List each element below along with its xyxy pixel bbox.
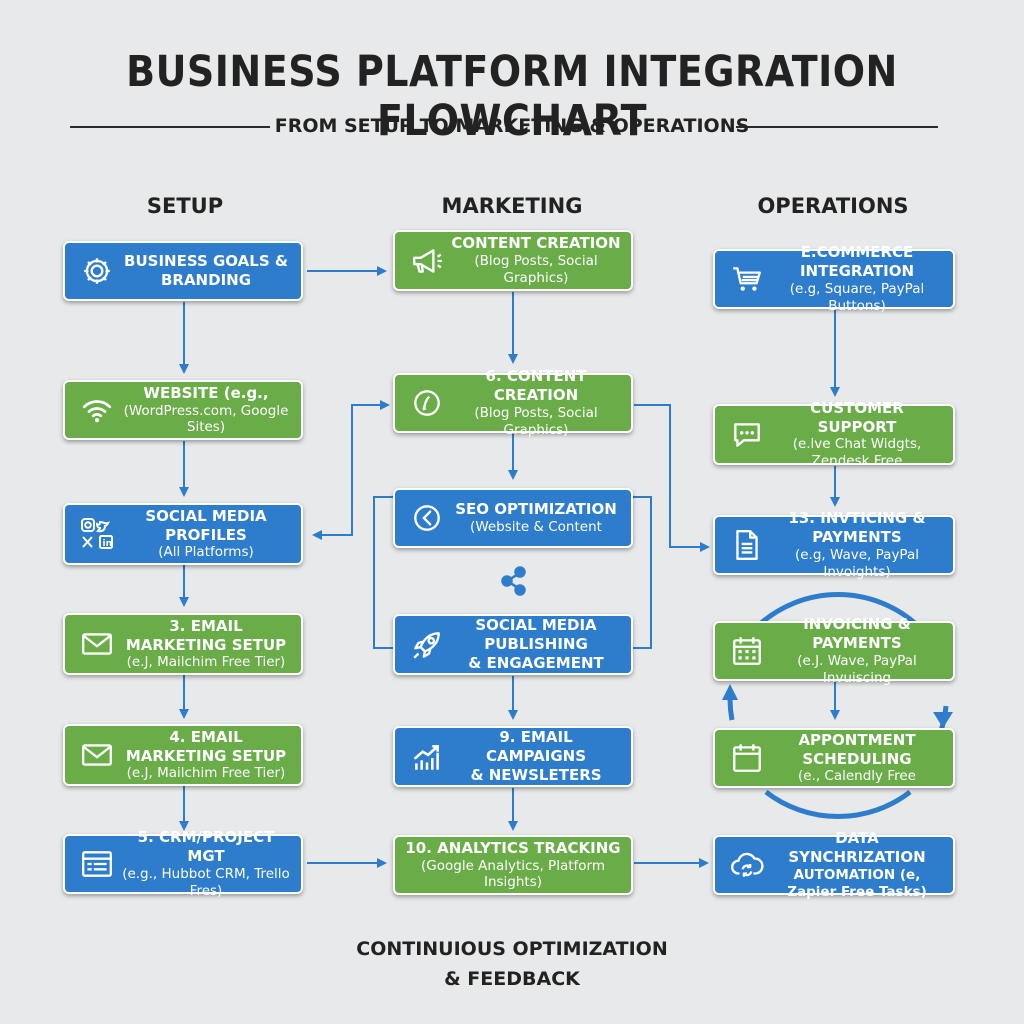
megaphone-icon — [407, 241, 447, 281]
box-detail: (e.g, Wave, PayPal Invoights) — [794, 546, 919, 580]
box-title: 3. EMAIL MARKETING SETUP — [125, 616, 287, 654]
box-crm[interactable]: 5. CRM/PROJECT MGT(e.g., Hubbot CRM, Tre… — [63, 828, 303, 899]
box-title: CUSTOMER SUPPORT — [810, 398, 904, 436]
box-detail: (Google Analytics, Platform Insights) — [421, 857, 605, 891]
box-customer-support[interactable]: CUSTOMER SUPPORT(e.lve Chat Widgts, Zend… — [713, 399, 955, 469]
loop-bracket-left — [373, 496, 393, 649]
box-title: 13. INVTICING & PAYMENTS — [788, 509, 926, 547]
box-title: SEO OPTIMIZATION — [455, 500, 617, 519]
pen-circle-icon — [407, 383, 447, 423]
box-title: DATA SYNCHRIZATION — [788, 829, 926, 867]
chat-bubble-icon — [727, 415, 767, 455]
box-title-2: BRANDING — [160, 271, 252, 289]
wifi-icon — [77, 390, 117, 430]
box-detail: (Blog Posts, Social Graphics) — [474, 253, 598, 286]
box-analytics[interactable]: 10. ANALYTICS TRACKING(Google Analytics,… — [393, 835, 633, 895]
loop-bracket-right — [632, 496, 652, 649]
box-content-creation-6[interactable]: 6. CONTENT CREATION(Blog Posts, Social G… — [393, 367, 633, 438]
box-invoicing[interactable]: INVOICING & PAYMENTS(e.J. Wave, PayPal I… — [713, 615, 955, 686]
box-appointments[interactable]: APPONTMENT SCHEDULING(e., Calendly Free — [713, 728, 955, 788]
box-title: 10. ANALYTICS TRACKING — [405, 838, 621, 857]
box-title: 5. CRM/PROJECT MGT — [137, 828, 275, 866]
page-title: BUSINESS PLATFORM INTEGRATION FLOWCHART — [126, 46, 898, 146]
subtitle-left-rule — [70, 126, 270, 128]
refresh-circle-icon — [407, 498, 447, 538]
box-detail: (Website & Content — [470, 518, 602, 535]
calendar-icon — [727, 738, 767, 778]
page-subtitle: FROM SETUP TO MARKETING & OPERATIONS — [274, 115, 750, 137]
svg-text:in: in — [103, 539, 113, 549]
box-detail: (e.J, Mailchim Free Tier) — [126, 654, 286, 671]
box-title: APPONTMENT SCHEDULING — [798, 730, 916, 768]
box-title: E.COMMERCE INTEGRATION — [799, 243, 915, 281]
box-detail: (All Platforms) — [158, 544, 254, 561]
box-title: SOCIAL MEDIA PUBLISHING — [475, 616, 597, 654]
box-title: BUSINESS GOALS & — [124, 252, 288, 271]
rocket-icon — [407, 625, 447, 665]
box-email-campaigns[interactable]: 9. EMAIL CAMPAIGNS& NEWSLETERS — [393, 726, 633, 787]
column-header-operations: OPERATIONS — [757, 194, 909, 218]
box-title: INVOICING & PAYMENTS — [803, 615, 911, 653]
envelope-icon — [77, 624, 117, 664]
shopping-cart-icon — [727, 259, 767, 299]
box-title: 9. EMAIL CAMPAIGNS — [485, 728, 587, 766]
box-email-setup-4[interactable]: 4. EMAIL MARKETING SETUP(e.J, Mailchim F… — [63, 724, 303, 786]
box-content-creation[interactable]: CONTENT CREATION(Blog Posts, Social Grap… — [393, 230, 633, 291]
column-header-setup: SETUP — [146, 194, 224, 218]
box-detail: (e.lve Chat Widgts, Zendesk Free — [792, 436, 922, 470]
cycle-arrowhead-left — [722, 684, 738, 700]
calendar-grid-icon — [727, 631, 767, 671]
footer-line-1: CONTINUIOUS OPTIMIZATION — [356, 938, 668, 960]
footer-line-2: & FEEDBACK — [444, 968, 580, 990]
box-title-2: & ENGAGEMENT — [468, 653, 604, 672]
footer-caption: CONTINUIOUS OPTIMIZATION & FEEDBACK — [0, 934, 1024, 994]
column-header-marketing: MARKETING — [441, 194, 583, 218]
box-detail: (e., Calendly Free — [797, 768, 916, 785]
document-icon — [727, 525, 767, 565]
cloud-sync-icon — [727, 845, 767, 885]
gear-icon — [77, 251, 117, 291]
browser-window-icon — [77, 844, 117, 884]
share-icon — [500, 566, 528, 601]
box-detail: (e.g, Square, PayPal Buttons) — [789, 280, 925, 314]
box-detail: (Blog Posts, Social Graphics) — [474, 404, 598, 438]
box-detail: (e.J, Mailchim Free Tier) — [126, 765, 286, 782]
box-business-goals[interactable]: BUSINESS GOALS &BRANDING — [63, 241, 303, 301]
box-email-setup-3[interactable]: 3. EMAIL MARKETING SETUP(e.J, Mailchim F… — [63, 613, 303, 675]
connector-content6-social — [312, 404, 386, 540]
subtitle-right-rule — [736, 126, 938, 128]
box-social-publishing[interactable]: SOCIAL MEDIA PUBLISHING& ENGAGEMENT — [393, 614, 633, 675]
cycle-arrowhead-right — [933, 712, 953, 728]
box-website[interactable]: WEBSITE (e.g.,(WordPress.com, Google Sit… — [63, 380, 303, 440]
box-title: WEBSITE (e.g., — [143, 383, 269, 402]
box-ecommerce[interactable]: E.COMMERCE INTEGRATION(e.g, Square, PayP… — [713, 243, 955, 314]
box-seo[interactable]: SEO OPTIMIZATION(Website & Content — [393, 488, 633, 548]
box-detail: AUTOMATION (e, Zapier Free Tasks) — [787, 866, 927, 900]
box-detail: (e.g., Hubbot CRM, Trello Fres) — [122, 865, 290, 899]
box-title: 6. CONTENT CREATION — [485, 367, 587, 405]
box-detail: (WordPress.com, Google Sites) — [123, 402, 289, 436]
box-title: SOCIAL MEDIA PROFILES — [145, 506, 267, 544]
box-detail: (e.J. Wave, PayPal Invuiscing — [797, 652, 917, 686]
box-social-profiles[interactable]: in SOCIAL MEDIA PROFILES(All Platforms) — [63, 503, 303, 565]
box-title: CONTENT CREATION — [451, 234, 621, 253]
social-logos-icon: in — [77, 514, 117, 554]
box-title-2: & NEWSLETERS — [470, 765, 602, 784]
connector-content6-invoicing — [634, 404, 710, 552]
growth-chart-icon — [407, 737, 447, 777]
box-title: 4. EMAIL MARKETING SETUP — [125, 727, 287, 765]
envelope-icon — [77, 735, 117, 775]
box-invoicing-13[interactable]: 13. INVTICING & PAYMENTS(e.g, Wave, PayP… — [713, 509, 955, 580]
